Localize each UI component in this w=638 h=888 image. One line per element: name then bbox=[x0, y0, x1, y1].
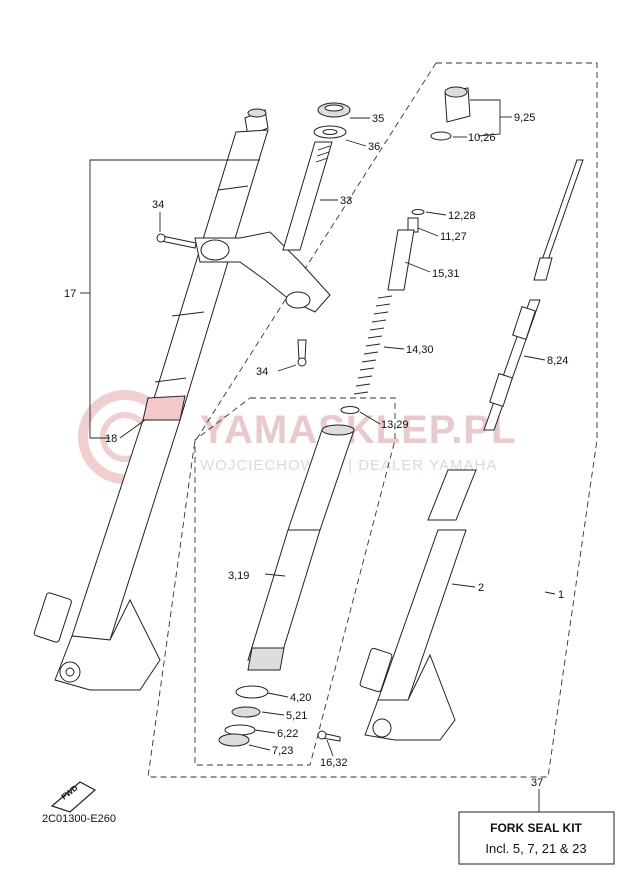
stopper-ring bbox=[231, 706, 261, 718]
bolts bbox=[156, 233, 307, 367]
callout-34-lower: 34 bbox=[256, 366, 268, 378]
callout-35: 35 bbox=[372, 113, 384, 125]
callout-34-upper: 34 bbox=[152, 199, 164, 211]
o-ring bbox=[430, 131, 452, 141]
callout-18: 18 bbox=[105, 433, 117, 445]
fork-internals bbox=[340, 86, 471, 414]
fwd-badge: FWD bbox=[50, 781, 97, 813]
callout-4-20: 4,20 bbox=[290, 692, 311, 704]
callout-1: 1 bbox=[558, 589, 564, 601]
watermark-tagline: WOJCIECHOWICZ | DEALER YAMAHA bbox=[200, 457, 497, 474]
damper-rod bbox=[483, 159, 584, 431]
assembled-fork-left bbox=[33, 108, 333, 691]
callout-16-32: 16,32 bbox=[320, 757, 348, 769]
callout-10-26: 10,26 bbox=[468, 132, 496, 144]
callout-12-28: 12,28 bbox=[448, 210, 476, 222]
dust-seal bbox=[235, 685, 269, 699]
spacer bbox=[387, 229, 415, 291]
outer-kit-outline bbox=[147, 62, 598, 778]
callout-13-29: 13,29 bbox=[381, 419, 409, 431]
steering-stem bbox=[282, 141, 333, 251]
callout-11-27: 11,27 bbox=[440, 231, 467, 243]
fork-seal-kit-box: FORK SEAL KIT Incl. 5, 7, 21 & 23 bbox=[458, 811, 615, 865]
pinch-bolt bbox=[160, 235, 197, 249]
inner-tube bbox=[247, 424, 355, 671]
callout-2: 2 bbox=[478, 582, 484, 594]
callout-3-19: 3,19 bbox=[228, 570, 249, 582]
outer-tube-right bbox=[317, 469, 477, 742]
kit-contents: Incl. 5, 7, 21 & 23 bbox=[485, 841, 586, 856]
callout-7-23: 7,23 bbox=[272, 745, 293, 757]
stem-nut-parts bbox=[313, 102, 351, 139]
callout-5-21: 5,21 bbox=[286, 710, 307, 722]
inner-kit-outline bbox=[194, 397, 396, 766]
callout-15-31: 15,31 bbox=[432, 268, 460, 280]
leader-lines bbox=[80, 99, 556, 812]
washer-seal bbox=[218, 733, 250, 747]
callout-9-25: 9,25 bbox=[514, 112, 535, 124]
callout-17: 17 bbox=[64, 288, 76, 300]
kit-title: FORK SEAL KIT bbox=[490, 821, 582, 835]
callout-36: 36 bbox=[368, 141, 380, 153]
callout-37: 37 bbox=[531, 777, 543, 789]
callout-6-22: 6,22 bbox=[277, 728, 298, 740]
oil-seal bbox=[224, 724, 256, 736]
diagram-code: 2C01300-E260 bbox=[42, 813, 116, 825]
pinch-bolt-lower bbox=[297, 339, 307, 361]
callout-14-30: 14,30 bbox=[406, 344, 434, 356]
watermark-brand: YAMASKLEP.PL bbox=[200, 408, 517, 452]
fork-tube-left bbox=[147, 129, 269, 421]
callout-33: 33 bbox=[340, 195, 352, 207]
seal-stack bbox=[218, 685, 269, 747]
callout-8-24: 8,24 bbox=[547, 355, 568, 367]
fwd-arrow-icon bbox=[50, 781, 97, 813]
group-outlines bbox=[147, 62, 598, 778]
fork-spring bbox=[353, 295, 393, 395]
callout-labels: 35 36 33 34 34 17 18 9,25 10,26 12,28 11… bbox=[64, 112, 568, 789]
